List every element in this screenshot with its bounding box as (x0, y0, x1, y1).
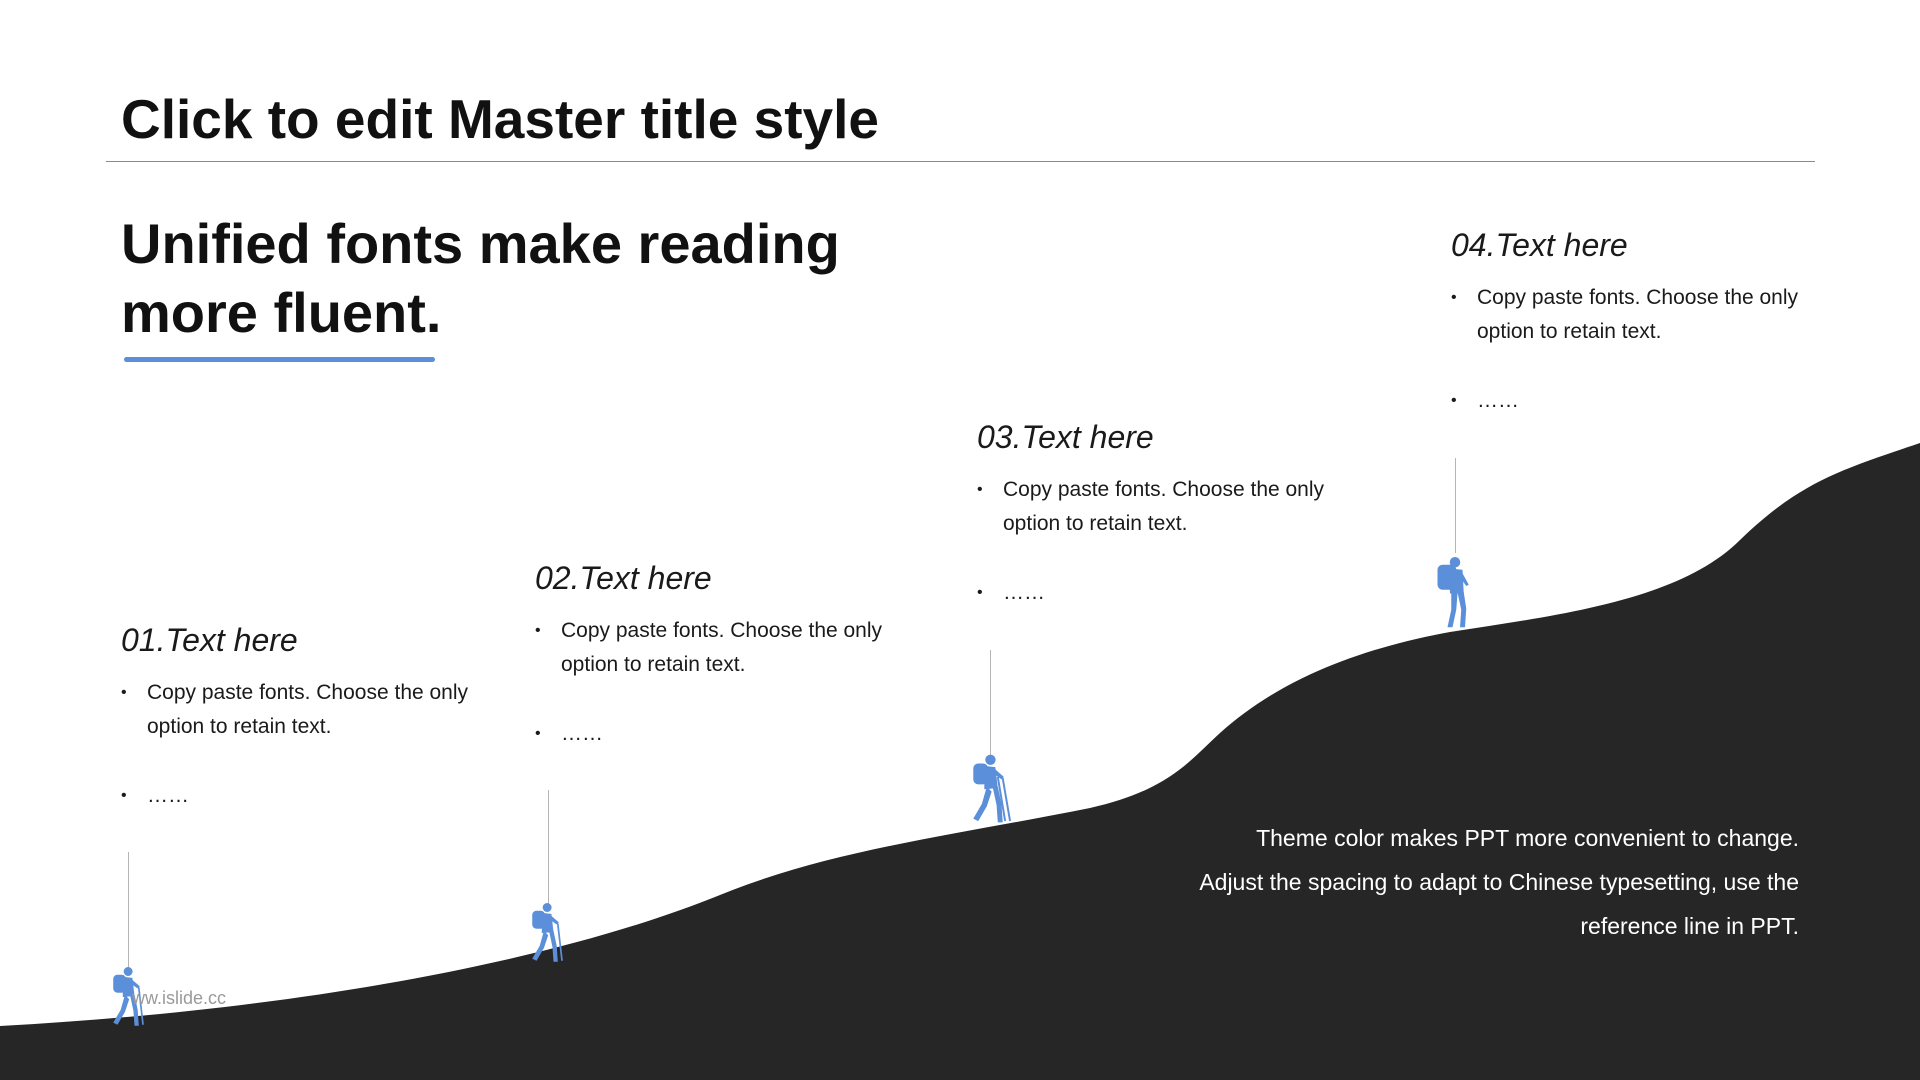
guide-line (990, 650, 991, 760)
step-heading[interactable]: 02.Text here (535, 560, 712, 596)
step-bullet[interactable]: Copy paste fonts. Choose the only option… (535, 614, 895, 682)
hiker-icon (1437, 557, 1469, 628)
title-divider (106, 161, 1815, 162)
caption-line[interactable]: reference line in PPT. (1580, 913, 1799, 939)
step-bullets: Copy paste fonts. Choose the only option… (1451, 281, 1811, 418)
step-02: 02.Text here Copy paste fonts. Choose th… (535, 558, 895, 751)
step-heading[interactable]: 04.Text here (1451, 227, 1628, 263)
hiker-icon (532, 903, 563, 962)
hiker-icon (113, 967, 144, 1026)
mountain-shape (0, 443, 1920, 1080)
step-bullet[interactable]: Copy paste fonts. Choose the only option… (121, 676, 481, 744)
step-bullets: Copy paste fonts. Choose the only option… (121, 676, 481, 813)
step-bullet[interactable]: …… (977, 576, 1337, 610)
step-bullets: Copy paste fonts. Choose the only option… (977, 473, 1337, 610)
step-01: 01.Text here Copy paste fonts. Choose th… (121, 620, 481, 813)
step-bullets: Copy paste fonts. Choose the only option… (535, 614, 895, 751)
caption-line[interactable]: Theme color makes PPT more convenient to… (1256, 825, 1799, 851)
slide-title[interactable]: Click to edit Master title style (121, 88, 879, 150)
caption-line[interactable]: Adjust the spacing to adapt to Chinese t… (1199, 869, 1799, 895)
step-heading[interactable]: 03.Text here (977, 419, 1154, 455)
step-bullet[interactable]: Copy paste fonts. Choose the only option… (977, 473, 1337, 541)
caption-text: Theme color makes PPT more convenient to… (1039, 816, 1799, 948)
step-bullet[interactable]: …… (121, 779, 481, 813)
guide-line (128, 852, 129, 970)
step-heading[interactable]: 01.Text here (121, 622, 298, 658)
hiker-icon (973, 754, 1012, 823)
intro-accent-bar (124, 357, 435, 362)
step-04: 04.Text here Copy paste fonts. Choose th… (1451, 225, 1811, 418)
guide-line (1455, 458, 1456, 553)
step-03: 03.Text here Copy paste fonts. Choose th… (977, 417, 1337, 610)
step-bullet[interactable]: Copy paste fonts. Choose the only option… (1451, 281, 1811, 349)
watermark: ww.islide.cc (132, 988, 227, 1008)
intro-heading[interactable]: Unified fonts make reading more fluent. (121, 212, 840, 344)
guide-line (548, 790, 549, 905)
step-bullet[interactable]: …… (535, 717, 895, 751)
step-bullet[interactable]: …… (1451, 384, 1811, 418)
